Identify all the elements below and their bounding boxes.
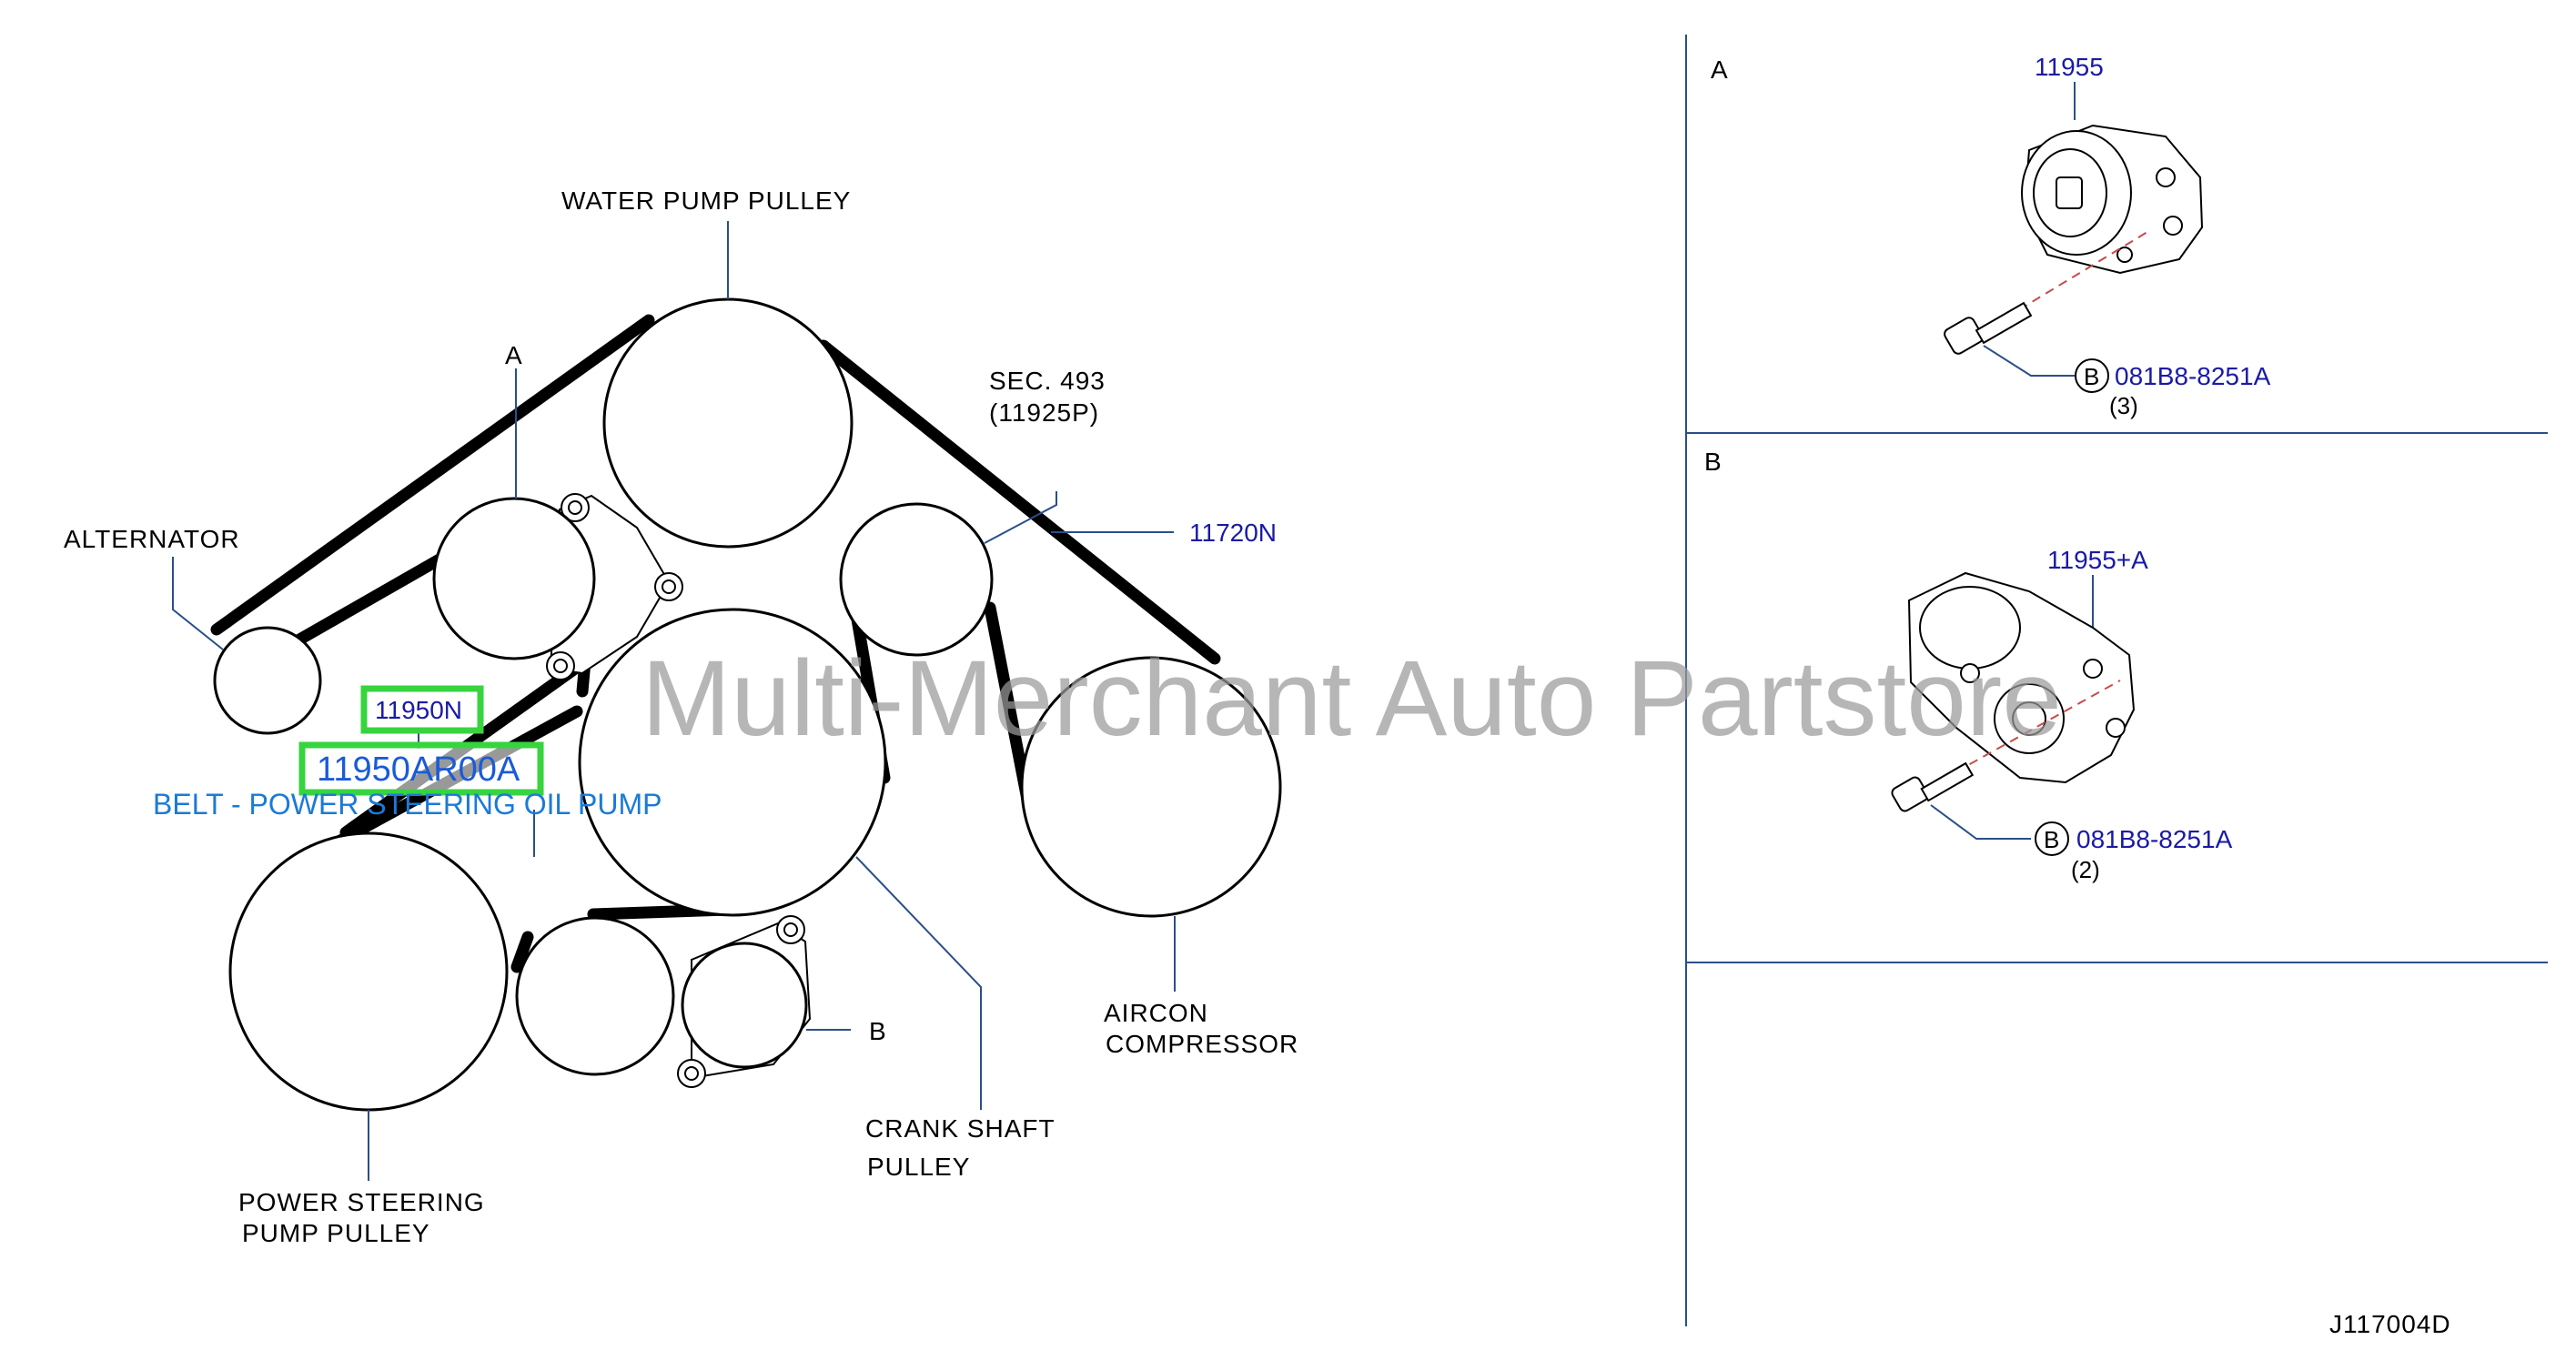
ps-pulley-label-line2: PUMP PULLEY xyxy=(242,1219,430,1247)
detail-b-bolt-marker-circle xyxy=(2035,821,2069,856)
highlight-part-number-box[interactable] xyxy=(298,741,544,796)
tensioner-b-pulley-right xyxy=(681,942,808,1069)
water-pump-pulley xyxy=(602,297,854,549)
alternator-pulley xyxy=(213,626,322,735)
tensioner-a-label: A xyxy=(505,341,523,369)
belt-ps-part-number[interactable]: 11950N xyxy=(375,696,462,724)
aircon-compressor-pulley xyxy=(1020,656,1282,918)
detail-a-bolt-part[interactable]: 081B8-8251A xyxy=(2115,362,2271,390)
tensioner-a-hole-6 xyxy=(553,659,568,673)
belt-ps-highlight-box[interactable] xyxy=(360,685,484,734)
detail-b-bolt-part[interactable]: 081B8-8251A xyxy=(2076,825,2233,853)
detail-b-part-number[interactable]: 11955+A xyxy=(2047,546,2148,574)
tensioner-b-hole-2 xyxy=(783,922,798,937)
tensioner-a-pulley xyxy=(432,497,596,660)
tensioner-b-assembly-icon xyxy=(1907,571,2136,784)
alternator-belt xyxy=(210,314,655,857)
detail-b-bolt-qty: (2) xyxy=(2071,856,2100,883)
diagram-code: J117004D xyxy=(2329,1310,2451,1338)
highlighted-part[interactable]: 11950N 11950AR00A BELT - POWER STEERING … xyxy=(153,685,662,821)
leader-lines xyxy=(172,221,1176,1181)
tensioner-b-label: B xyxy=(869,1017,887,1045)
water-pump-pulley-label: WATER PUMP PULLEY xyxy=(561,186,851,215)
highlight-caption: BELT - POWER STEERING OIL PUMP xyxy=(153,788,662,821)
tensioner-a-hole-2 xyxy=(568,500,582,515)
detail-a-bolt-qty: (3) xyxy=(2109,392,2138,419)
detail-a-bolt-marker-circle xyxy=(2075,358,2109,393)
sec-ref-line2: (11925P) xyxy=(989,398,1099,427)
tensioner-b-pulley-left xyxy=(515,916,675,1076)
detail-a: A 11955 B 081B8-8251A (3) xyxy=(1711,53,2271,419)
tensioner-b-hole-4 xyxy=(684,1066,699,1081)
belt-aircon-part-number[interactable]: 11720N xyxy=(1189,519,1277,547)
dividers xyxy=(1685,35,2548,1326)
detail-b: B 11955+A B 081B8-8251A (2) xyxy=(1704,448,2233,883)
ps-pulley-label-line1: POWER STEERING xyxy=(238,1188,485,1216)
alternator-label: ALTERNATOR xyxy=(64,525,240,553)
detail-b-bolt-icon xyxy=(1891,761,1975,812)
pulleys xyxy=(213,297,1282,1112)
detail-b-title: B xyxy=(1704,448,1722,476)
tensioner-a-assembly-icon xyxy=(2021,124,2204,275)
detail-a-bolt-icon xyxy=(1944,301,2033,355)
detail-a-bolt-marker: B xyxy=(2084,363,2099,390)
sec-ref-line1: SEC. 493 xyxy=(989,367,1106,395)
crank-shaft-pulley xyxy=(578,608,887,917)
crank-shaft-label-line1: CRANK SHAFT xyxy=(865,1114,1056,1143)
watermark: Multi-Merchant Auto Partstore xyxy=(641,639,2062,759)
detail-a-title: A xyxy=(1711,55,1729,84)
idler-pulley xyxy=(839,502,994,657)
main-labels: WATER PUMP PULLEY A ALTERNATOR SEC. 493 … xyxy=(64,186,1298,1247)
highlight-part-number[interactable]: 11950AR00A xyxy=(317,751,520,789)
detail-a-part-number[interactable]: 11955 xyxy=(2035,53,2104,81)
detail-b-bolt-marker: B xyxy=(2044,826,2059,853)
aircon-label-line1: AIRCON xyxy=(1104,999,1208,1027)
power-steering-pump-pulley xyxy=(228,831,509,1112)
tensioner-a-hole-4 xyxy=(662,579,676,594)
crank-shaft-label-line2: PULLEY xyxy=(867,1153,970,1181)
aircon-label-line2: COMPRESSOR xyxy=(1106,1030,1298,1058)
